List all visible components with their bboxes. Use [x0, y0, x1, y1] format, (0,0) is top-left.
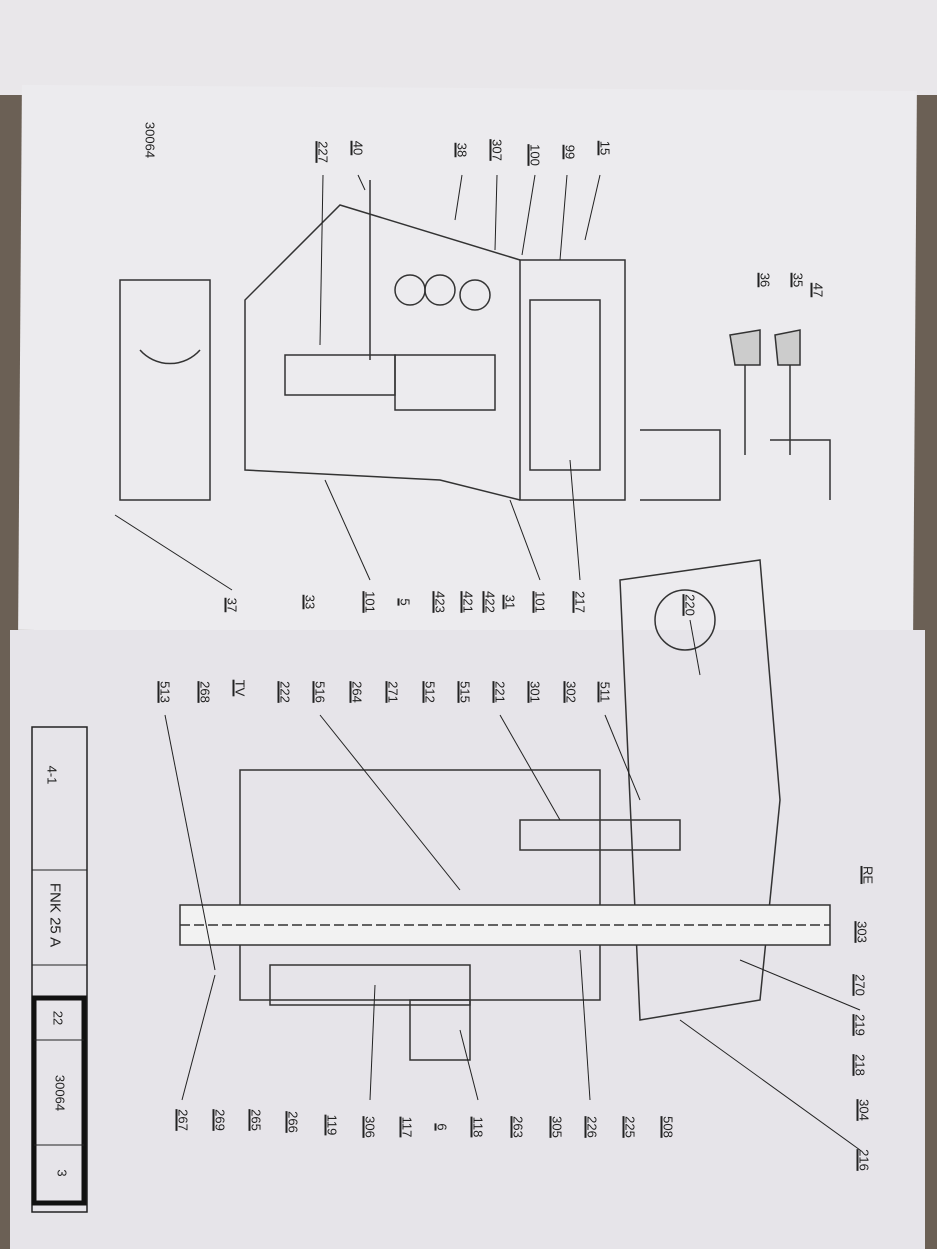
part-label: 100 — [527, 144, 543, 166]
title-block-bold-frame — [31, 995, 87, 1206]
part-label: 305 — [549, 1116, 565, 1138]
part-label: 304 — [856, 1099, 872, 1121]
part-label: 225 — [622, 1116, 638, 1138]
part-label: 513 — [157, 681, 173, 703]
part-label: 301 — [527, 681, 543, 703]
part-label: 40 — [350, 140, 366, 156]
part-label: 264 — [349, 681, 365, 703]
part-label: TV — [232, 679, 248, 697]
part-label: 265 — [248, 1109, 264, 1131]
part-label: 101 — [362, 591, 378, 613]
part-label: 267 — [175, 1109, 191, 1131]
part-label: 99 — [562, 144, 578, 160]
part-label: 512 — [422, 681, 438, 703]
part-label: 508 — [660, 1116, 676, 1138]
machine-model: FNK 25 A — [46, 882, 64, 948]
part-label: 422 — [482, 591, 498, 613]
motor-housing — [619, 559, 781, 1021]
part-label: 423 — [432, 591, 448, 613]
background-page — [0, 0, 937, 95]
part-label: 118 — [470, 1116, 486, 1138]
part-label: 31 — [502, 594, 518, 610]
part-label: 5 — [397, 598, 413, 606]
part-label: 33 — [302, 594, 318, 610]
part-label: 269 — [212, 1109, 228, 1131]
drawing-number: 30064 — [52, 1074, 68, 1112]
part-label: 303 — [854, 921, 870, 943]
part-label: 222 — [277, 681, 293, 703]
part-label: RE — [860, 865, 876, 885]
part-label: 266 — [285, 1111, 301, 1133]
gearbox-housing — [519, 259, 626, 501]
part-label: 101 — [532, 591, 548, 613]
part-label: 36 — [757, 272, 773, 288]
part-label: 516 — [312, 681, 328, 703]
part-label: 47 — [810, 282, 826, 298]
head-outline — [244, 204, 521, 501]
part-label: 15 — [597, 140, 613, 156]
nameplate — [529, 299, 601, 471]
page-number: 22 — [50, 1010, 66, 1026]
spindle-sleeve — [284, 354, 396, 396]
clamp-section — [119, 279, 211, 501]
part-label: 302 — [563, 681, 579, 703]
part-label: 37 — [224, 597, 240, 613]
quill — [269, 964, 471, 1006]
sheet-number: 30064 — [142, 121, 158, 159]
part-label: 216 — [856, 1149, 872, 1171]
part-label: 306 — [362, 1116, 378, 1138]
part-label: 270 — [852, 974, 868, 996]
part-label: 268 — [197, 681, 213, 703]
part-label: 35 — [790, 272, 806, 288]
part-label: 219 — [852, 1014, 868, 1036]
part-label: 421 — [460, 591, 476, 613]
part-label: 307 — [489, 139, 505, 161]
part-label: 511 — [597, 681, 613, 703]
part-label: 220 — [682, 594, 698, 616]
part-label: 226 — [584, 1116, 600, 1138]
title-block-frame — [31, 726, 88, 1213]
part-label: 6 — [434, 1123, 450, 1131]
part-label: 263 — [510, 1116, 526, 1138]
part-label: 227 — [315, 141, 331, 163]
countershaft — [519, 819, 681, 851]
part-label: 217 — [572, 591, 588, 613]
part-label: 117 — [399, 1116, 415, 1138]
part-label: 221 — [492, 681, 508, 703]
part-label: 38 — [454, 142, 470, 158]
part-label: 271 — [385, 681, 401, 703]
part-label: 119 — [324, 1114, 340, 1136]
figure-number: 4-1 — [44, 765, 60, 785]
sheet-index: 3 — [54, 1169, 70, 1177]
part-label: 218 — [852, 1054, 868, 1076]
part-label: 515 — [457, 681, 473, 703]
